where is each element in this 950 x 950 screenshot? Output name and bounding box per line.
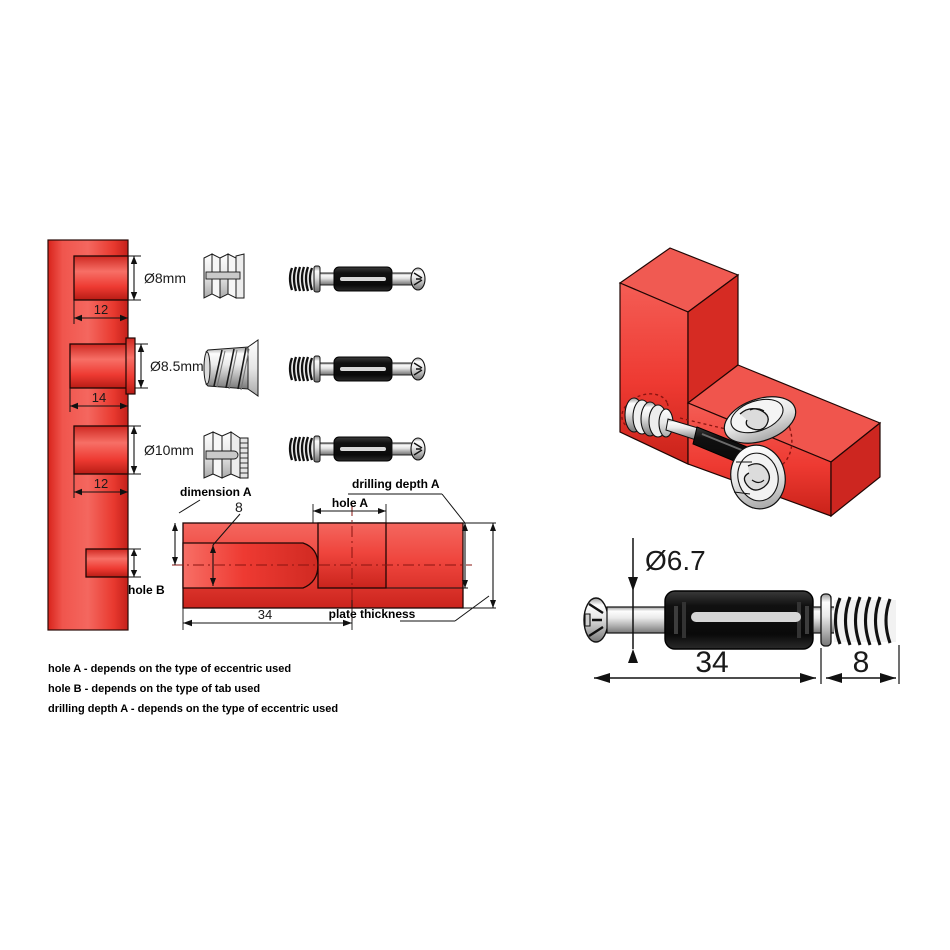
hole-2-depth-arrow-left (70, 402, 78, 410)
hole-a-arrow-left (313, 508, 321, 514)
bore8-leader (212, 513, 241, 546)
bore8-arrow-bottom (210, 578, 216, 586)
iso-hidden-cam-bore (737, 401, 793, 471)
bore8-label: 8 (235, 499, 243, 515)
plate-thickness-label: plate thickness (329, 607, 416, 621)
bolt-detail-head-notch (584, 613, 591, 627)
hole-4-arrow-bottom (130, 570, 138, 577)
insert-1 (203, 253, 245, 299)
hole-a-label: hole A (332, 496, 369, 510)
drilling-depth-arrow-bottom (462, 580, 468, 588)
bolt-2-thread (288, 356, 314, 382)
bolt-detail-rib-1 (674, 606, 678, 634)
bolt-thread8-label: 8 (853, 646, 870, 679)
bolt-thread8-arrow-left (826, 673, 842, 683)
bolt-detail-body-groove (691, 612, 801, 622)
bolt-len34-arrow-left (594, 673, 610, 683)
len34-label: 34 (258, 607, 272, 622)
legend-line-3: drilling depth A - depends on the type o… (48, 703, 338, 715)
hole-2-depth-label: 14 (92, 390, 106, 405)
bolt-3-thread (288, 436, 314, 462)
bolt-detail-head-slots (588, 602, 604, 638)
drilling-depth-arrow-top (462, 523, 468, 531)
hole-2-arrow-bottom (137, 380, 145, 388)
bolt-1 (288, 265, 426, 293)
bolt-detail-thread (833, 596, 896, 646)
bolt-2 (288, 355, 426, 383)
iso-dowel-thread (624, 397, 674, 438)
iso-vertical-front-face (619, 282, 689, 465)
hole-2-flange (125, 337, 136, 395)
hole-3-bore (73, 425, 129, 475)
dimension-a-arrow-top (172, 523, 178, 531)
iso-cam-upper (723, 396, 797, 444)
hole-4-group: hole B (85, 548, 165, 597)
bolt-diameter-arrow-top (628, 577, 638, 591)
bolt-diameter-label: Ø6.7 (645, 545, 706, 576)
iso-cam-lower-slot (743, 463, 771, 491)
panel-edge-section: Ø8mm 12 Ø8.5mm 14 (47, 239, 204, 631)
plate-thickness-arrow-bottom (490, 600, 496, 608)
dimension-a-label: dimension A (180, 485, 252, 499)
hole-2-depth-arrow-right (120, 402, 128, 410)
hole-1-depth-label: 12 (94, 302, 108, 317)
hole-3-diameter-label: Ø10mm (144, 442, 194, 458)
bolt-1-thread (288, 266, 314, 292)
legend-line-2: hole B - depends on the type of tab used (48, 683, 260, 695)
bolt-detail-rib-4 (805, 606, 809, 634)
dimension-a-arrow-bottom (172, 557, 178, 565)
hole-a-arrow-right (378, 508, 386, 514)
hole-3-group: Ø10mm 12 (73, 425, 194, 498)
bolt-diameter-arrow-bottom (628, 649, 638, 663)
hole-b-label: hole B (128, 583, 165, 597)
plate-cross-section: dimension A 8 hole A drilling depth A pl… (172, 477, 496, 630)
iso-horizontal-end-face (830, 421, 881, 518)
drilling-depth-a-label: drilling depth A (352, 477, 440, 491)
drilling-depth-leader (441, 493, 466, 524)
hole-1-depth-arrow-left (74, 314, 82, 322)
hole-2-group: Ø8.5mm 14 (69, 337, 204, 412)
bolt-detail-shaft-left (606, 606, 666, 634)
hole-1-arrow-top (130, 256, 138, 264)
bolt-thread8-arrow-right (880, 673, 896, 683)
hole-3-depth-arrow-right (120, 488, 128, 496)
hole-1-bore (73, 255, 129, 301)
hole-2-diameter-label: Ø8.5mm (150, 358, 204, 374)
bolt-detail-collar (820, 593, 832, 647)
bolt-3 (288, 435, 426, 463)
bolt-len34-arrow-right (800, 673, 816, 683)
hole-3-depth-arrow-left (74, 488, 82, 496)
connector-bolt-dimensioned: Ø6.7 34 8 (583, 538, 900, 684)
hole-3-depth-label: 12 (94, 476, 108, 491)
len34-arrow-left (183, 619, 192, 627)
dimension-a-leader (178, 499, 201, 514)
hole-1-depth-arrow-right (120, 314, 128, 322)
plate-thickness-leader (454, 595, 490, 622)
hole-2-bore (69, 343, 129, 389)
bore8-arrow-top (210, 545, 216, 553)
hole-3-arrow-top (130, 426, 138, 434)
legend-line-1: hole A - depends on the type of eccentri… (48, 663, 291, 675)
plate-thickness-arrow-top (490, 523, 496, 531)
hole-1-diameter-label: Ø8mm (144, 270, 186, 286)
bolt-detail-rib-2 (682, 602, 686, 638)
hole-3-arrow-bottom (130, 466, 138, 474)
hole-1-group: Ø8mm 12 (73, 255, 186, 324)
insert-3 (203, 431, 249, 479)
hole-2-arrow-top (137, 344, 145, 352)
corner-joint-isometric (618, 247, 882, 518)
bolt-len34-label: 34 (695, 646, 728, 679)
iso-cam-lower (730, 444, 786, 510)
insert-2 (203, 339, 259, 397)
hole-4-arrow-top (130, 549, 138, 556)
legend: hole A - depends on the type of eccentri… (48, 663, 338, 715)
hole-1-arrow-bottom (130, 292, 138, 300)
len34-arrow-right (343, 619, 352, 627)
hole-4-bore (85, 548, 129, 578)
